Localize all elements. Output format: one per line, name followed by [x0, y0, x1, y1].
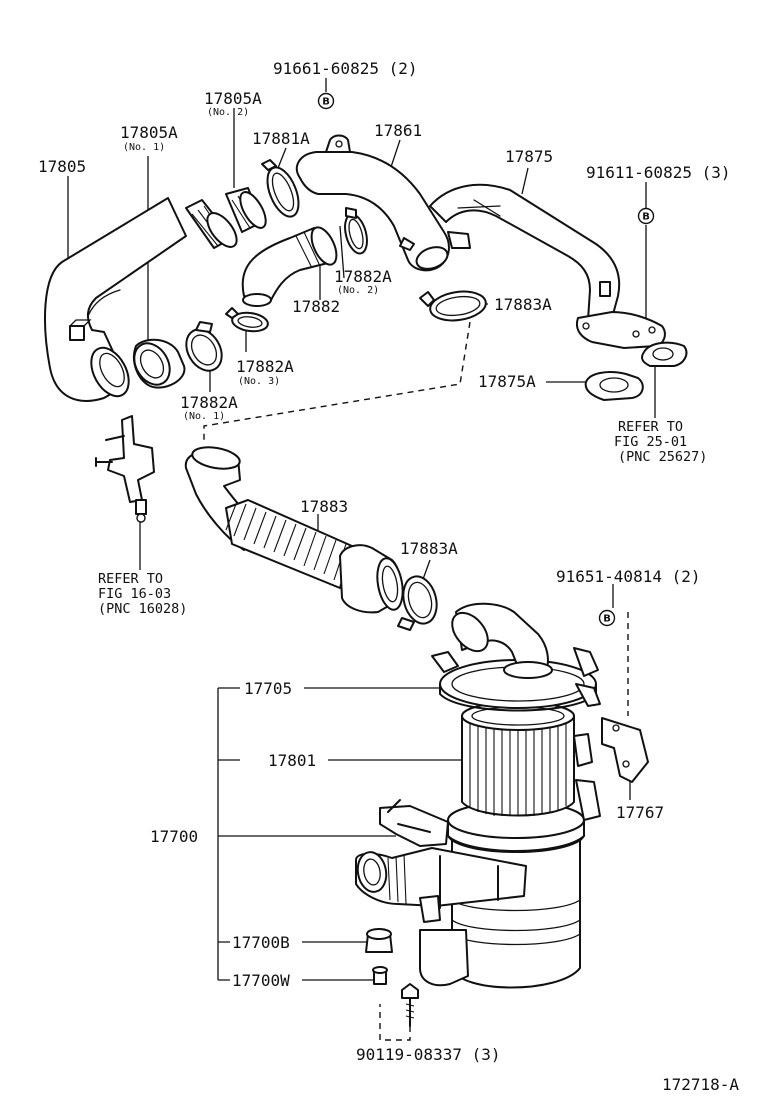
label-refer-16-03-l3: (PNC 16028)	[98, 601, 187, 617]
label-17875A: 17875A	[478, 372, 536, 391]
svg-text:B: B	[603, 614, 611, 625]
label-17805: 17805	[38, 157, 86, 176]
label-17805A-no1: 17805A	[120, 123, 178, 142]
clamp-17881A	[261, 159, 300, 218]
pipe-17861	[295, 134, 471, 272]
label-17883: 17883	[300, 497, 348, 516]
label-17882A-no2: 17882A	[334, 267, 392, 286]
clamp-17883A-mid	[397, 575, 438, 631]
part-labels: 91661-60825 (2) 17805A (No. 2) 17805A (N…	[38, 59, 739, 1094]
grommet-17700B	[365, 928, 393, 953]
bolt-90119	[401, 983, 419, 1027]
clamp-17882A-no1	[185, 321, 223, 372]
label-17705: 17705	[244, 679, 292, 698]
gasket-flange	[641, 341, 688, 367]
air-hose-17805	[44, 197, 238, 402]
gasket-17875A	[584, 371, 644, 401]
label-91661-60825: 91661-60825 (2)	[273, 59, 418, 78]
label-17882A-no3: 17882A	[236, 357, 294, 376]
label-17700: 17700	[150, 827, 198, 846]
coupling-17805A-no2	[225, 187, 267, 233]
figure-id: 172718-A	[662, 1075, 739, 1094]
label-refer-25-01-l3: (PNC 25627)	[618, 449, 707, 465]
label-17875: 17875	[505, 147, 553, 166]
bolt-marker-91651: B	[598, 609, 616, 627]
dashed-assembly-lines	[203, 321, 629, 1041]
svg-text:B: B	[322, 97, 330, 108]
label-refer-16-03-l2: FIG 16-03	[98, 586, 171, 602]
label-91651-40814: 91651-40814 (2)	[556, 567, 701, 586]
collar-17700W	[372, 966, 388, 985]
label-17882A-no2-sub: (No. 2)	[337, 285, 379, 296]
label-17882A-no1: 17882A	[180, 393, 238, 412]
clamp-17882A-no2	[344, 207, 368, 255]
label-refer-25-01-l2: FIG 25-01	[614, 434, 687, 450]
label-17883A-top: 17883A	[494, 295, 552, 314]
label-17805A-no2: 17805A	[204, 89, 262, 108]
label-91611-60825: 91611-60825 (3)	[586, 163, 731, 182]
label-17700B: 17700B	[232, 933, 290, 952]
label-refer-16-03-l1: REFER TO	[98, 571, 163, 587]
coupling-17805A-no1	[132, 338, 186, 389]
label-17700W: 17700W	[232, 971, 290, 990]
label-90119-08337: 90119-08337 (3)	[356, 1045, 501, 1064]
label-17767: 17767	[616, 803, 664, 822]
label-17801: 17801	[268, 751, 316, 770]
clamp-17882A-no3	[225, 307, 269, 333]
bracket-16028	[95, 415, 155, 523]
label-17882A-no1-sub: (No. 1)	[183, 411, 225, 422]
label-17805A-no2-sub: (No. 2)	[207, 107, 249, 118]
clamp-17883A-top	[419, 290, 487, 322]
svg-text:B: B	[642, 212, 650, 223]
label-17805A-no1-sub: (No. 1)	[123, 142, 165, 153]
bolt-marker-91611: B	[637, 207, 655, 225]
intake-hose-17883	[184, 446, 404, 614]
label-refer-25-01-l1: REFER TO	[618, 419, 683, 435]
label-17882: 17882	[292, 297, 340, 316]
label-17883A-mid: 17883A	[400, 539, 458, 558]
label-17881A: 17881A	[252, 129, 310, 148]
bracket-17767	[601, 717, 649, 783]
pipe-17875	[429, 183, 666, 349]
label-17861: 17861	[374, 121, 422, 140]
bolt-marker-91661: B	[317, 92, 335, 110]
air-cleaner-assembly-17700	[355, 602, 601, 989]
label-17882A-no3-sub: (No. 3)	[238, 376, 280, 387]
hose-17882	[241, 226, 338, 307]
